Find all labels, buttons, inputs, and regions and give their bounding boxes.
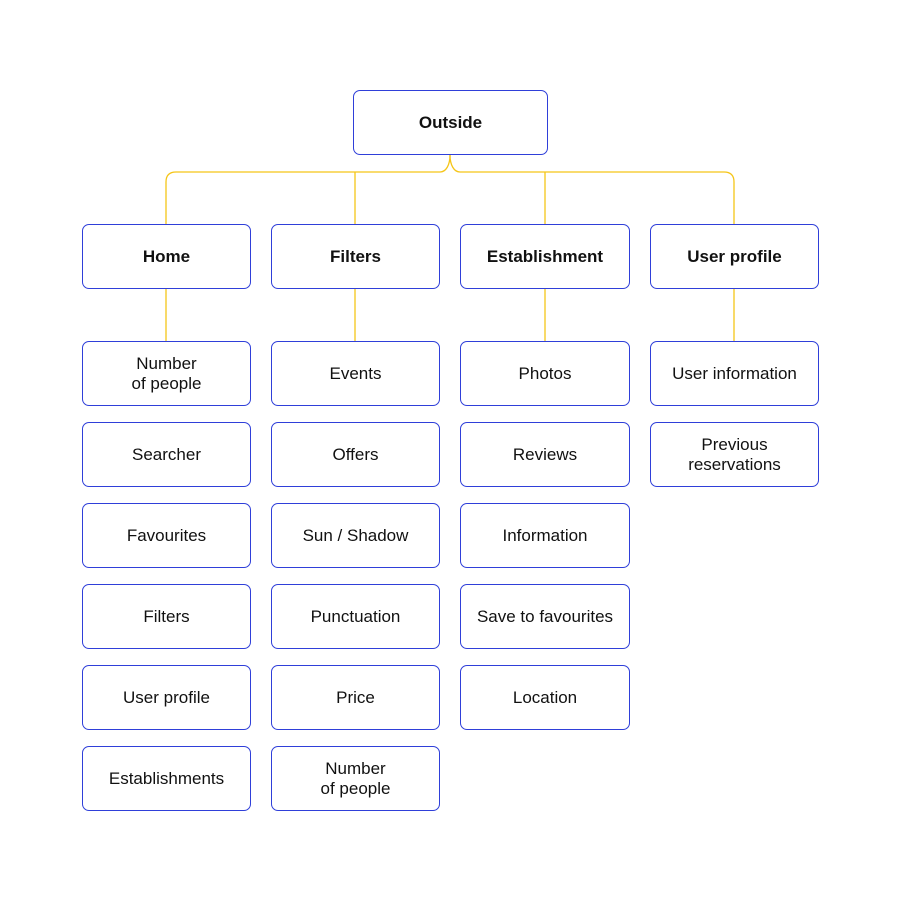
- home-item: Filters: [82, 584, 251, 649]
- user-profile-item: User information: [650, 341, 819, 406]
- establishment-item: Photos: [460, 341, 630, 406]
- establishment-item: Reviews: [460, 422, 630, 487]
- home-item: Establishments: [82, 746, 251, 811]
- user-profile-item: Previous reservations: [650, 422, 819, 487]
- filters-item: Events: [271, 341, 440, 406]
- connector-root-right: [449, 154, 461, 173]
- filters-item: Number of people: [271, 746, 440, 811]
- column-header-filters: Filters: [271, 224, 440, 289]
- home-item: User profile: [82, 665, 251, 730]
- home-item: Favourites: [82, 503, 251, 568]
- home-item: Searcher: [82, 422, 251, 487]
- column-header-home: Home: [82, 224, 251, 289]
- home-item: Number of people: [82, 341, 251, 406]
- connector-bus-right: [460, 171, 735, 224]
- establishment-item: Save to favourites: [460, 584, 630, 649]
- column-header-establishment: Establishment: [460, 224, 630, 289]
- establishment-item: Information: [460, 503, 630, 568]
- connector-root-left: [439, 154, 451, 173]
- root-node: Outside: [353, 90, 548, 155]
- filters-item: Sun / Shadow: [271, 503, 440, 568]
- column-header-user-profile: User profile: [650, 224, 819, 289]
- filters-item: Offers: [271, 422, 440, 487]
- establishment-item: Location: [460, 665, 630, 730]
- filters-item: Price: [271, 665, 440, 730]
- filters-item: Punctuation: [271, 584, 440, 649]
- connector-bus-left: [165, 171, 440, 224]
